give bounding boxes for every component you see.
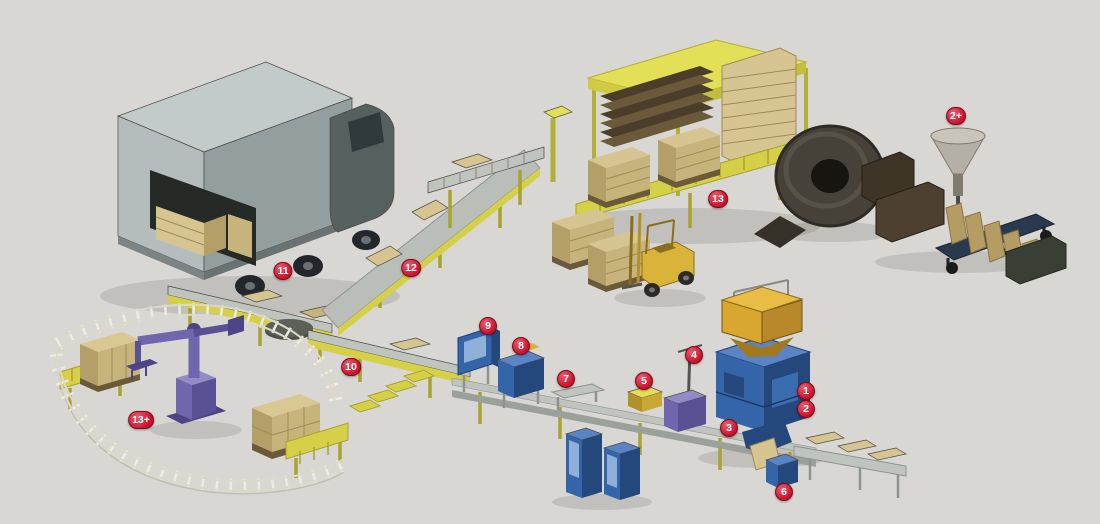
fence-back xyxy=(54,303,343,408)
incline-conveyor xyxy=(321,105,573,336)
fenced-robot-cell xyxy=(49,303,349,495)
bagging-line xyxy=(451,279,907,500)
forklift xyxy=(621,212,695,297)
bag-feeder-panel xyxy=(457,326,500,392)
bag-stacks-floor xyxy=(552,209,651,292)
control-box xyxy=(626,385,664,412)
product-hopper xyxy=(720,279,804,357)
bagging-machine xyxy=(714,279,812,471)
empty-bag-cart xyxy=(934,202,1067,285)
step-chute xyxy=(348,369,436,413)
pallet-magazine xyxy=(600,66,714,147)
fence-front xyxy=(49,348,348,495)
bag-magazine-machine xyxy=(861,151,945,243)
truck-cab-window xyxy=(348,112,384,152)
bag-pallet-load xyxy=(658,127,721,188)
palletizing-robot xyxy=(126,315,244,424)
carton-stack-left xyxy=(80,332,140,392)
dark-stack xyxy=(1005,235,1067,285)
filled-bag-conveyor xyxy=(793,431,907,498)
palletizer xyxy=(575,39,808,252)
bag-pallet-load xyxy=(588,147,651,208)
truck xyxy=(117,61,395,297)
cell-conveyor-right xyxy=(285,422,349,478)
infeed-conveyor xyxy=(427,105,573,228)
bag-applicator xyxy=(662,344,708,432)
bag-buffer-stack xyxy=(721,47,797,165)
transfer-rollers xyxy=(550,383,606,410)
stitcher xyxy=(765,453,799,488)
control-cabinets xyxy=(564,427,642,500)
